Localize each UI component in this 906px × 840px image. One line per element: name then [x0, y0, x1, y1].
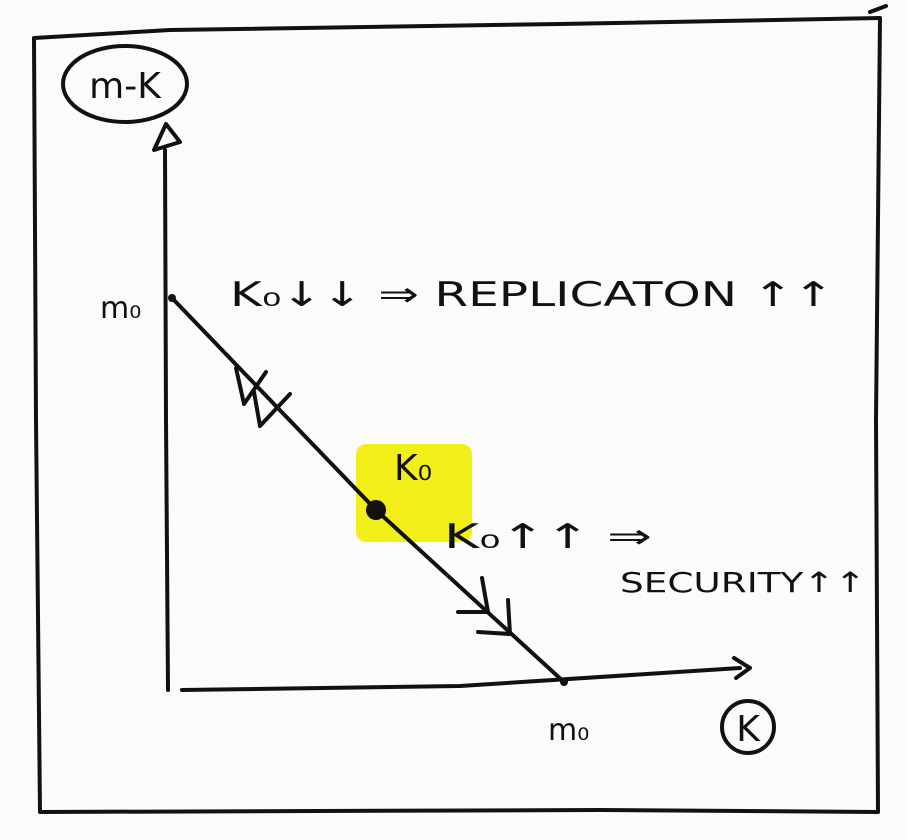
- x-axis-arrowhead-icon: [732, 656, 752, 680]
- upper-annotation: K₀↓↓ ⇒ REPLICATON ↑↑: [230, 275, 834, 315]
- frame-border: [32, 16, 882, 814]
- frame-corner-tick: [868, 4, 888, 14]
- y-intercept-point: [168, 294, 176, 302]
- x-axis-label: K: [736, 709, 761, 750]
- equilibrium-point: [366, 500, 386, 520]
- x-axis: [180, 666, 742, 692]
- y-axis-label-circle: [61, 44, 189, 124]
- x-axis-label-circle: [720, 699, 776, 755]
- y-axis-arrowhead-icon: [152, 122, 182, 152]
- downward-arrow-2-icon: [476, 598, 512, 636]
- y-axis: [163, 148, 170, 692]
- lower-annotation-line2: SECURITY↑↑: [620, 566, 866, 599]
- y-intercept-label: m₀: [100, 291, 141, 326]
- equilibrium-label: K₀: [394, 448, 432, 489]
- x-intercept-label: m₀: [548, 713, 589, 748]
- y-axis-label: m-K: [89, 66, 162, 107]
- downward-arrow-1-icon: [456, 576, 490, 614]
- x-intercept-point: [560, 678, 568, 686]
- upward-arrow-1-icon: [234, 366, 268, 406]
- lower-annotation-line1: K₀↑↑ ⇒: [444, 517, 652, 557]
- upward-arrow-2-icon: [252, 390, 292, 428]
